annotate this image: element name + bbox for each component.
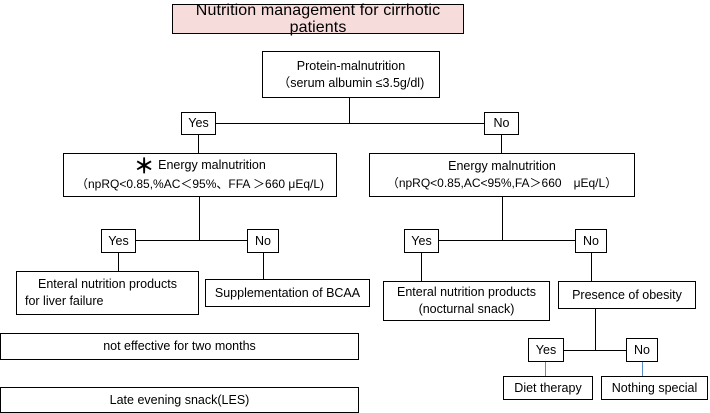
- energy-malnutrition-left-label: Energy malnutrition: [158, 158, 266, 172]
- left-energy-no-node: No: [247, 229, 279, 253]
- protein-yes-label: Yes: [188, 116, 209, 130]
- page-title-text: Nutrition management for cirrhotic patie…: [195, 2, 441, 36]
- page-title: Nutrition management for cirrhotic patie…: [172, 2, 464, 36]
- bcaa-supplementation-node: Supplementation of BCAA: [205, 279, 370, 307]
- protein-no-node: No: [484, 112, 519, 135]
- connector-right-energy-bar: [439, 240, 575, 242]
- connector-level1-bar: [216, 123, 484, 125]
- connector-obesity-down: [595, 309, 597, 351]
- connector-root-down: [349, 98, 351, 124]
- enteral-liver-failure-line1: Enteral nutrition products: [38, 277, 177, 291]
- late-evening-snack-label: Late evening snack(LES): [109, 392, 250, 407]
- connector-left-energy-down: [199, 197, 201, 241]
- enteral-nocturnal-line1: Enteral nutrition products: [397, 285, 536, 299]
- protein-malnutrition-node: Protein-malnutrition （serum albumin ≤3.5…: [262, 51, 440, 98]
- left-energy-yes-label: Yes: [108, 233, 129, 248]
- not-effective-label: not effective for two months: [103, 339, 256, 353]
- connector-obesity-bar: [564, 350, 626, 352]
- connector-right-yes-down: [421, 253, 423, 281]
- asterisk-marker: ＊: [134, 156, 155, 178]
- enteral-liver-failure-line2: for liver failure: [25, 294, 104, 308]
- energy-malnutrition-right-label: Energy malnutrition: [448, 159, 556, 173]
- obesity-yes-label: Yes: [535, 342, 557, 357]
- connector-left-yes-down: [118, 253, 120, 271]
- connector-right-no-down: [591, 253, 593, 281]
- obesity-no-node: No: [626, 338, 658, 362]
- connector-yes-to-left-energy: [198, 135, 200, 153]
- right-energy-yes-label: Yes: [411, 233, 432, 248]
- left-energy-yes-node: Yes: [101, 229, 136, 253]
- protein-no-label: No: [493, 116, 510, 130]
- not-effective-node: not effective for two months: [0, 333, 359, 360]
- energy-malnutrition-left-node: ＊Energy malnutrition （npRQ<0.85,%AC＜95%、…: [63, 153, 337, 197]
- energy-malnutrition-left-criteria: （npRQ<0.85,%AC＜95%、FFA ＞660 μEq/L): [75, 177, 325, 191]
- nothing-special-label: Nothing special: [611, 380, 698, 395]
- obesity-node: Presence of obesity: [558, 281, 696, 309]
- connector-left-energy-bar: [136, 240, 247, 242]
- protein-yes-node: Yes: [181, 112, 216, 135]
- right-energy-no-label: No: [583, 233, 599, 248]
- bcaa-supplementation-label: Supplementation of BCAA: [214, 285, 361, 300]
- obesity-label: Presence of obesity: [572, 287, 682, 302]
- connector-no-to-right-energy: [501, 135, 503, 153]
- connector-obesity-no-down: [642, 362, 644, 376]
- connector-right-energy-down: [502, 197, 504, 241]
- enteral-nocturnal-node: Enteral nutrition products (nocturnal sn…: [383, 281, 550, 321]
- left-energy-no-label: No: [255, 233, 271, 248]
- obesity-no-label: No: [634, 342, 650, 357]
- energy-malnutrition-right-node: Energy malnutrition （npRQ<0.85,AC<95%,FA…: [369, 153, 635, 197]
- enteral-liver-failure-node: Enteral nutrition products for liver fai…: [16, 271, 199, 315]
- right-energy-no-node: No: [575, 229, 607, 253]
- enteral-nocturnal-line2: (nocturnal snack): [418, 302, 515, 316]
- diet-therapy-node: Diet therapy: [503, 376, 593, 400]
- obesity-yes-node: Yes: [528, 338, 564, 362]
- protein-malnutrition-label: Protein-malnutrition: [296, 58, 406, 73]
- connector-left-no-down: [263, 253, 265, 279]
- serum-albumin-criterion: （serum albumin ≤3.5g/dl): [277, 75, 425, 90]
- connector-obesity-yes-down: [545, 362, 547, 376]
- right-energy-yes-node: Yes: [404, 229, 439, 253]
- energy-malnutrition-right-criteria: （npRQ<0.85,AC<95%,FA＞660 μEq/L）: [386, 176, 618, 190]
- diet-therapy-label: Diet therapy: [514, 380, 582, 395]
- nothing-special-node: Nothing special: [601, 376, 708, 400]
